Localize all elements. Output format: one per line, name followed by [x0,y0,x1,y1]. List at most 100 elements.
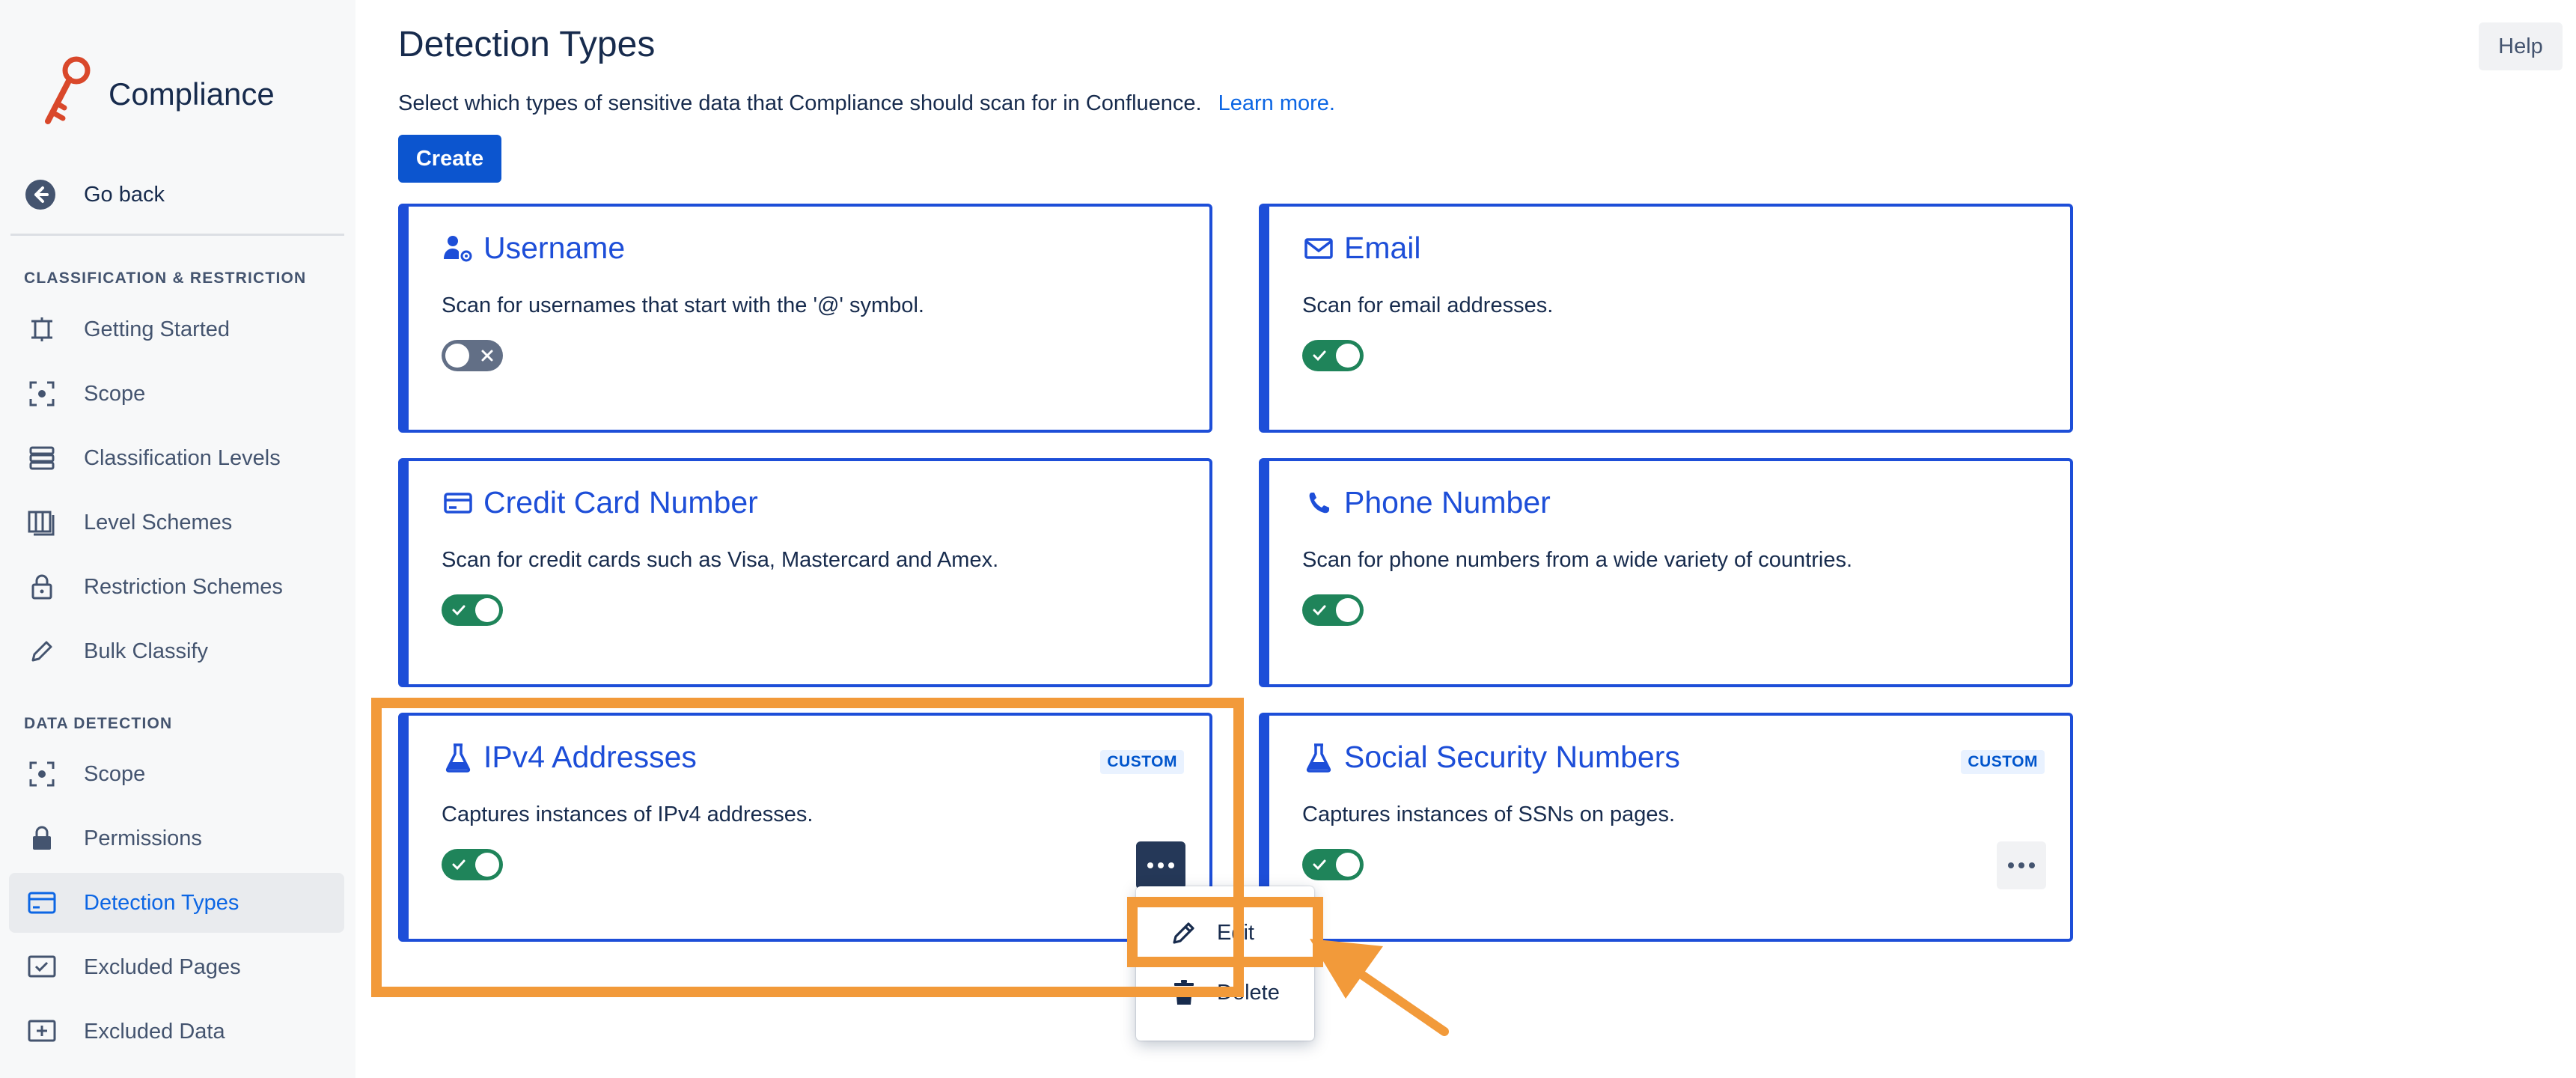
help-button[interactable]: Help [2479,22,2563,70]
app-logo: Compliance [37,54,337,129]
sidebar-item-label: Excluded Pages [84,954,241,979]
card-title-text: Username [483,231,626,265]
sidebar-divider [10,234,344,236]
toggle-knob [475,598,499,622]
check-icon [1313,605,1326,616]
enable-toggle[interactable] [1302,594,1364,626]
card-title-text: Phone Number [1344,485,1551,520]
menu-item-edit[interactable]: Edit [1136,903,1314,963]
sidebar-item-label: Detection Types [84,890,239,915]
card-icon [25,886,58,919]
columns-icon [25,506,58,539]
page-title: Detection Types [398,25,656,64]
toggle-knob [1336,853,1360,877]
custom-badge: CUSTOM [1961,750,2045,774]
lock-icon [25,570,58,603]
card-title: Credit Card Number [442,485,758,520]
actions-menu: Edit Delete [1136,886,1314,1041]
enable-toggle[interactable] [1302,340,1364,371]
sidebar-item-excluded-data[interactable]: Excluded Data [9,1002,344,1062]
scope-icon [25,758,58,791]
stack-icon [25,442,58,475]
toggle-knob [1336,598,1360,622]
card-title: Email [1302,231,1421,266]
toggle-knob [445,344,469,368]
card-description: Scan for usernames that start with the '… [442,293,924,317]
sidebar-item-label: Restriction Schemes [84,574,283,599]
scope-icon [25,377,58,410]
go-back-button[interactable]: Go back [24,175,338,214]
check-icon [1313,859,1326,871]
card-description: Scan for credit cards such as Visa, Mast… [442,548,999,572]
trash-icon [1169,978,1199,1008]
sidebar-item-getting-started[interactable]: Getting Started [9,299,344,359]
detection-card-email: Email Scan for email addresses. [1259,204,2073,433]
sidebar-item-scope-detection[interactable]: Scope [9,744,344,804]
card-title: Social Security Numbers [1302,740,1680,775]
sidebar-item-label: Level Schemes [84,510,233,535]
page-description: Select which types of sensitive data tha… [398,91,1335,116]
key-icon [45,56,91,124]
menu-item-delete[interactable]: Delete [1136,963,1314,1023]
sidebar-item-classification-levels[interactable]: Classification Levels [9,428,344,488]
envelope-icon [1302,232,1335,265]
sidebar-item-restriction-schemes[interactable]: Restriction Schemes [9,557,344,617]
detection-card-ssn: Social Security Numbers CUSTOM Captures … [1259,713,2073,942]
more-actions-button[interactable] [1997,841,2046,889]
section-title-data-detection: DATA DETECTION [24,715,173,732]
menu-item-label: Edit [1217,920,1254,945]
annotation-arrow-icon [1310,939,1449,1036]
card-title-text: IPv4 Addresses [483,740,697,774]
card-title: Username [442,231,625,266]
phone-icon [1302,487,1335,520]
menu-item-label: Delete [1217,980,1280,1005]
credit-card-icon [442,487,474,520]
create-button[interactable]: Create [398,135,501,183]
detection-card-ipv4: IPv4 Addresses CUSTOM Captures instances… [398,713,1212,942]
enable-toggle[interactable] [442,594,503,626]
more-icon [1147,862,1174,868]
sidebar-item-label: Bulk Classify [84,639,208,663]
description-text: Select which types of sensitive data tha… [398,91,1202,115]
check-window-icon [25,951,58,984]
sidebar-item-label: Scope [84,761,146,786]
sidebar: Compliance Go back CLASSIFICATION & REST… [0,0,355,1078]
flask-icon [442,741,474,774]
sidebar-item-excluded-pages[interactable]: Excluded Pages [9,937,344,997]
section-title-classification: CLASSIFICATION & RESTRICTION [24,270,307,287]
sidebar-item-bulk-classify[interactable]: Bulk Classify [9,621,344,681]
plus-window-icon [25,1015,58,1048]
detection-card-username: Username Scan for usernames that start w… [398,204,1212,433]
learn-more-link[interactable]: Learn more. [1218,91,1335,115]
sidebar-item-label: Classification Levels [84,445,281,470]
pencil-icon [1169,918,1199,948]
check-icon [452,605,466,616]
card-description: Captures instances of SSNs on pages. [1302,803,1676,826]
sidebar-item-level-schemes[interactable]: Level Schemes [9,493,344,552]
pin-icon [25,313,58,346]
toggle-knob [475,853,499,877]
card-title-text: Email [1344,231,1421,265]
go-back-label: Go back [84,182,165,207]
sidebar-item-label: Permissions [84,826,202,850]
enable-toggle[interactable] [442,849,503,880]
check-icon [1313,350,1326,362]
more-actions-button[interactable] [1136,841,1185,889]
card-description: Captures instances of IPv4 addresses. [442,803,814,826]
card-title: IPv4 Addresses [442,740,697,775]
sidebar-item-scope[interactable]: Scope [9,364,344,424]
more-icon [2008,862,2035,868]
sidebar-item-label: Scope [84,381,146,406]
card-description: Scan for phone numbers from a wide varie… [1302,548,1853,572]
card-title-text: Credit Card Number [483,485,758,520]
custom-badge: CUSTOM [1100,750,1184,774]
detection-card-phone: Phone Number Scan for phone numbers from… [1259,458,2073,687]
sidebar-item-detection-types[interactable]: Detection Types [9,873,344,933]
sidebar-item-permissions[interactable]: Permissions [9,808,344,868]
sidebar-item-label: Getting Started [84,317,231,341]
pencil-icon [25,635,58,668]
enable-toggle[interactable] [1302,849,1364,880]
check-icon [452,859,466,871]
enable-toggle[interactable] [442,340,503,371]
toggle-knob [1336,344,1360,368]
